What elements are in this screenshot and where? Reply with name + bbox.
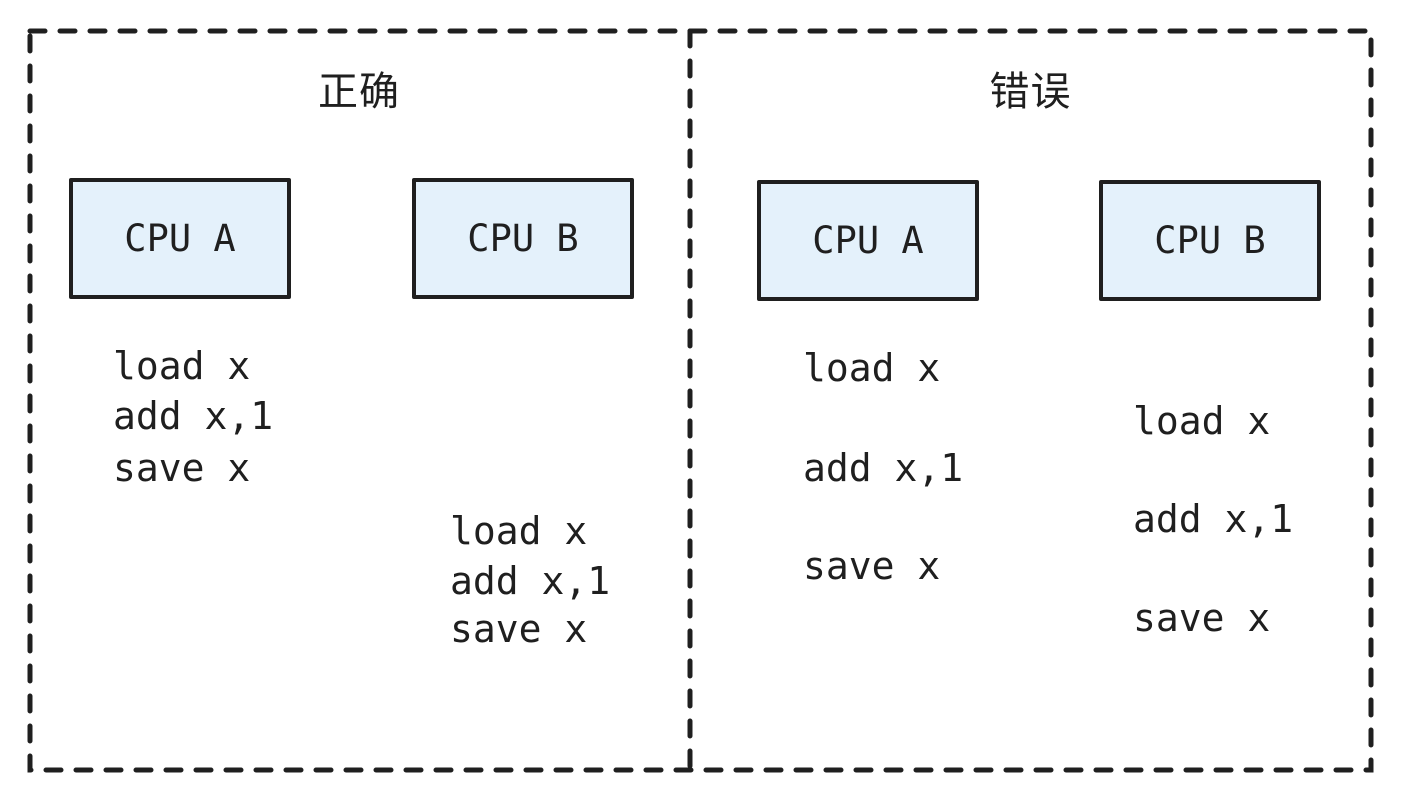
wrong-cpu-a-label: CPU A [812,219,924,262]
correct-cpu-a-code-line-3: save x [113,446,251,490]
wrong-cpu-b-box: CPU B [1099,180,1321,301]
wrong-cpu-b-code-line-3: save x [1133,596,1271,640]
correct-cpu-a-label: CPU A [124,217,236,260]
wrong-cpu-a-box: CPU A [757,180,979,301]
outer-dashed-border [27,28,1374,773]
correct-cpu-b-box: CPU B [412,178,634,299]
wrong-cpu-b-label: CPU B [1154,219,1266,262]
wrong-cpu-b-code-line-2: add x,1 [1133,497,1294,541]
correct-cpu-a-box: CPU A [69,178,291,299]
wrong-cpu-a-code-line-1: load x [803,346,941,390]
correct-cpu-a-code-line-1: load x [113,344,251,388]
panel-wrong-title: 错误 [989,69,1072,115]
wrong-cpu-b-code-line-1: load x [1133,399,1271,443]
correct-cpu-b-code-line-2: add x,1 [450,559,611,603]
wrong-cpu-a-code-line-2: add x,1 [803,446,964,490]
correct-cpu-b-label: CPU B [467,217,579,260]
correct-cpu-b-code-line-1: load x [450,509,588,553]
correct-cpu-a-code-line-2: add x,1 [113,394,274,438]
panel-correct-title: 正确 [318,69,400,115]
wrong-cpu-a-code-line-3: save x [803,544,941,588]
correct-cpu-b-code-line-3: save x [450,607,588,651]
